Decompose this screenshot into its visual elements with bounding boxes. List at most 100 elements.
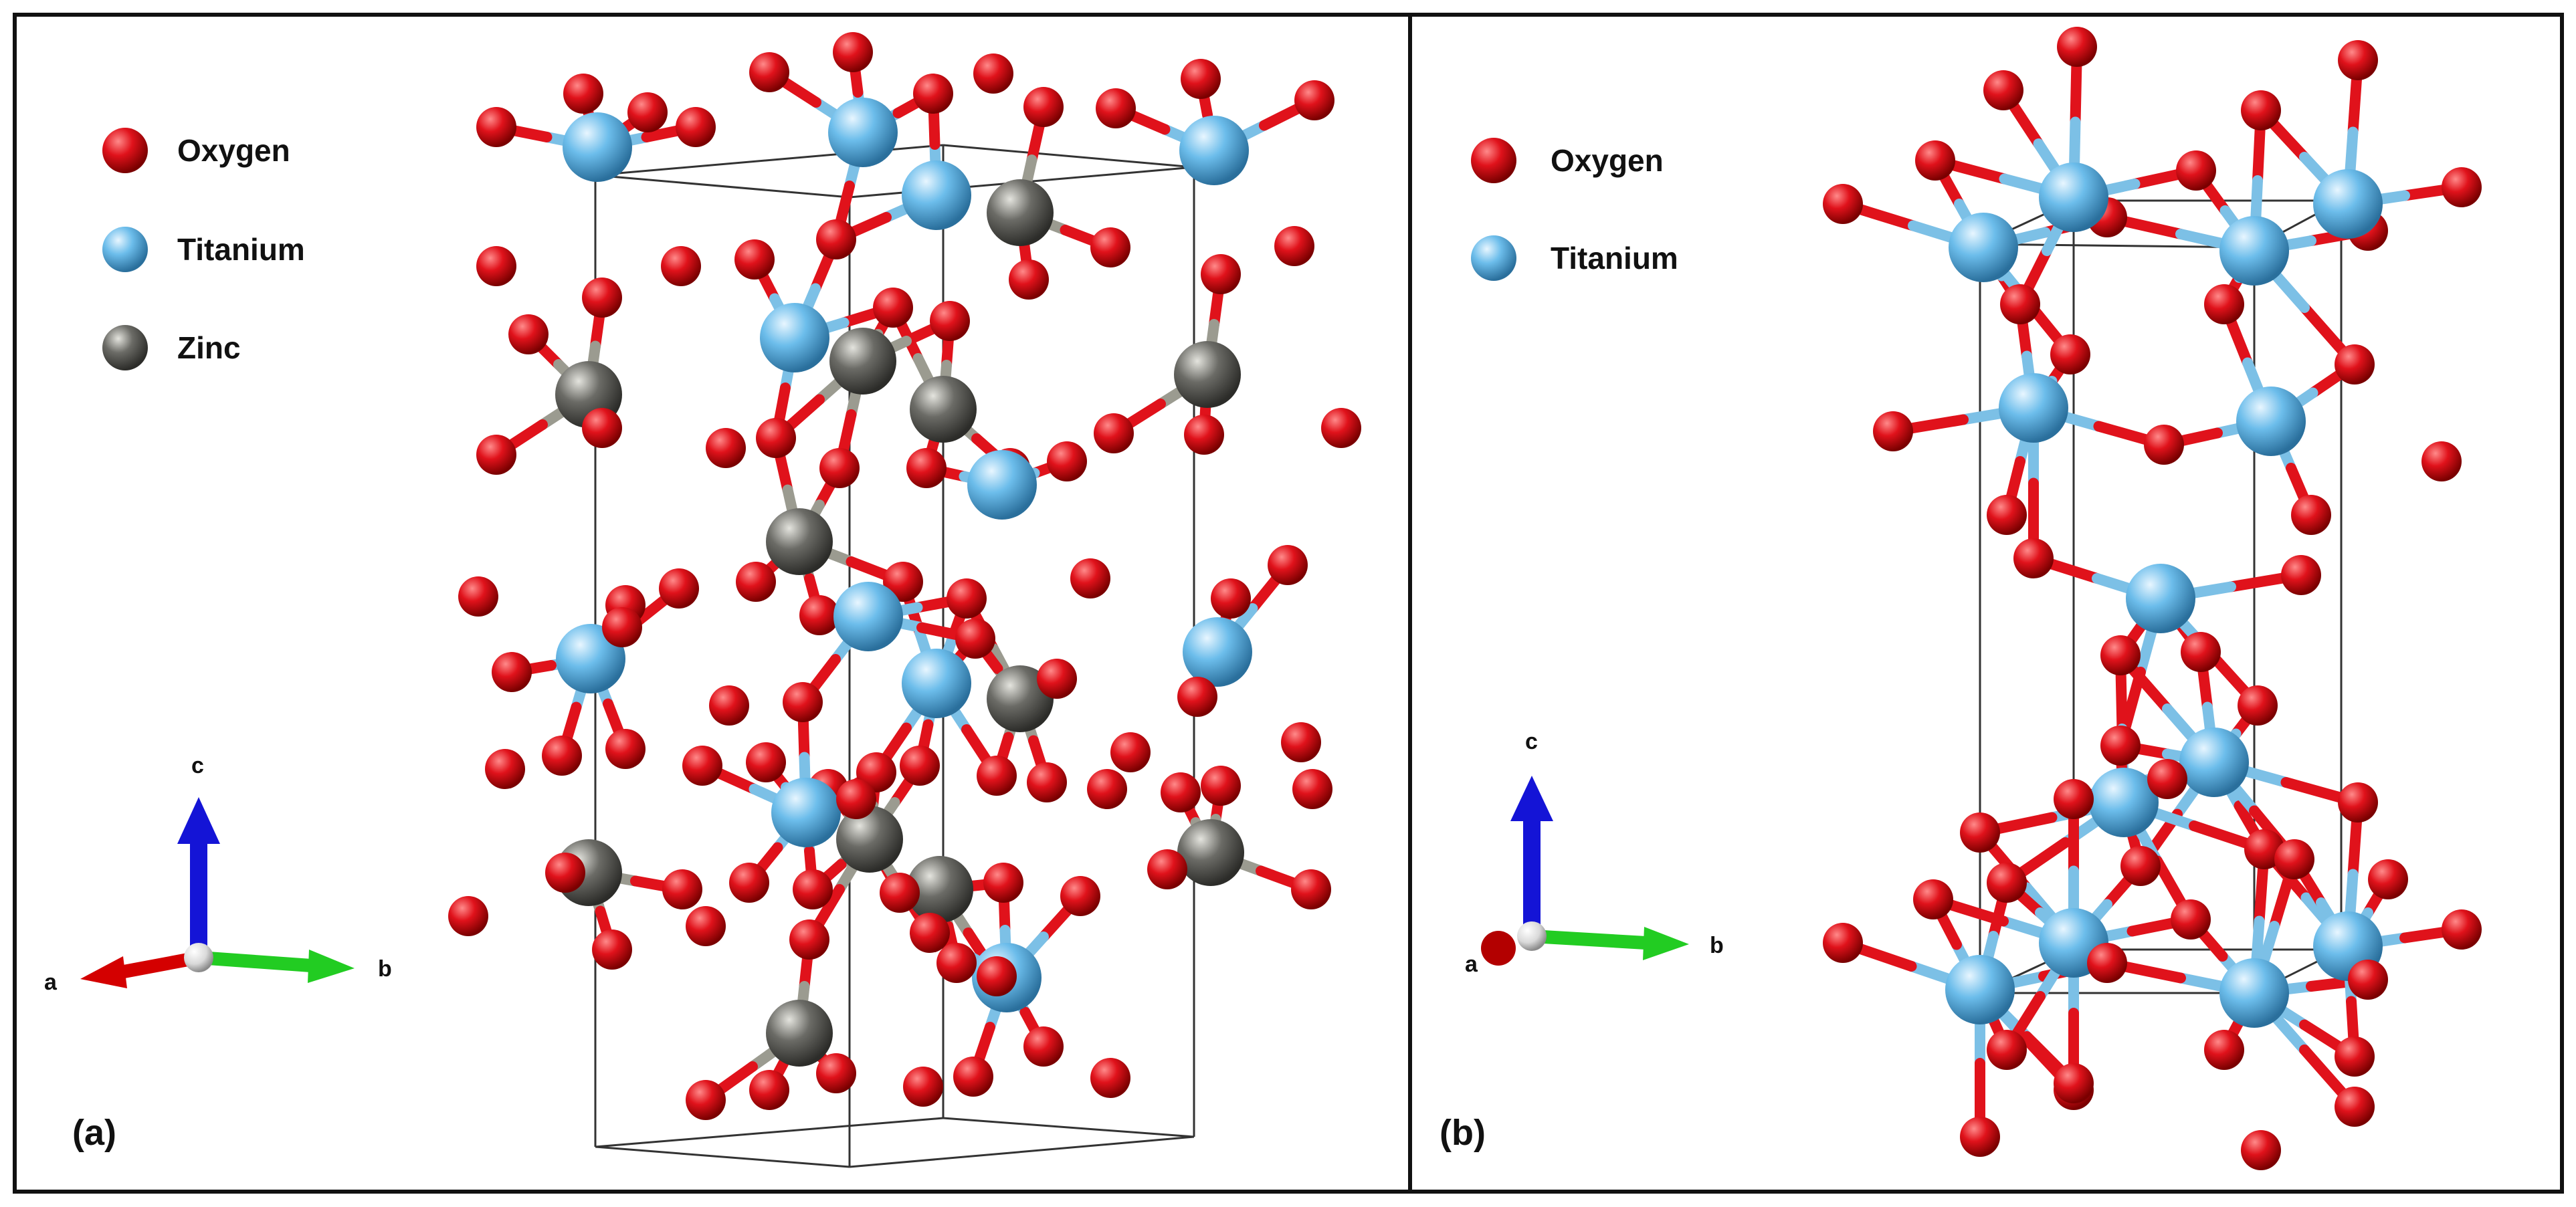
oxygen-atom	[476, 107, 516, 147]
oxygen-atom	[476, 246, 516, 286]
oxygen-atom	[1147, 849, 1187, 889]
titanium-atom	[967, 450, 1037, 520]
panel-a: Oxygen Titanium Zinc c b a (a)	[44, 32, 1361, 1168]
titanium-atom	[2219, 958, 2289, 1028]
oxygen-atom	[2100, 635, 2141, 675]
oxygen-atom	[2442, 909, 2482, 950]
oxygen-atom	[485, 749, 525, 789]
oxygen-atom	[1268, 545, 1308, 585]
oxygen-atom	[749, 52, 789, 92]
unit-cell-edge	[595, 1117, 944, 1148]
titanium-atom	[1179, 116, 1249, 185]
legend-oxygen-label-b: Oxygen	[1551, 143, 1664, 178]
axis-c-label: c	[191, 753, 204, 778]
axes-triad-b: c b a	[1465, 729, 1724, 977]
titanium-atom	[902, 649, 971, 718]
zinc-atom	[829, 328, 896, 395]
oxygen-atom	[1181, 59, 1221, 99]
axis-a-label: a	[44, 970, 58, 995]
oxygen-atom	[1027, 762, 1067, 802]
oxygen-atom	[1110, 732, 1151, 772]
oxygen-atom	[686, 1080, 726, 1120]
oxygen-atom	[1960, 1117, 2000, 1157]
oxygen-atom	[2421, 441, 2462, 481]
oxygen-atom	[2054, 779, 2094, 819]
oxygen-atom	[1070, 558, 1110, 598]
oxygen-atom	[686, 906, 726, 946]
unit-cell-edge	[943, 1117, 1195, 1138]
oxygen-atom	[1087, 769, 1127, 809]
axis-b-arrow	[198, 951, 312, 972]
oxygen-atom	[955, 619, 995, 659]
oxygen-atom	[1292, 769, 1332, 809]
oxygen-atom	[816, 1053, 856, 1093]
titanium-atom	[771, 778, 841, 847]
legend-titanium-label: Titanium	[177, 232, 305, 267]
oxygen-atom	[903, 1067, 943, 1107]
axes-triad-a: c b a	[44, 753, 392, 995]
oxygen-atom	[592, 929, 632, 970]
oxygen-atom	[476, 435, 516, 475]
titanium-atom	[902, 160, 971, 230]
axis-b-label-b: b	[1710, 933, 1724, 958]
oxygen-atom	[2291, 495, 2331, 535]
oxygen-atom	[2057, 27, 2097, 67]
oxygen-atom	[602, 607, 642, 647]
axis-a-label-b: a	[1465, 952, 1478, 977]
structure-a	[448, 32, 1361, 1168]
oxygen-atom	[1201, 766, 1241, 806]
oxygen-atom	[2335, 1087, 2375, 1127]
oxygen-atom	[1009, 259, 1049, 300]
oxygen-atom	[2013, 538, 2054, 578]
oxygen-atom	[819, 448, 860, 488]
oxygen-atom	[1294, 80, 1334, 120]
oxygen-atom	[2176, 150, 2216, 191]
oxygen-atom	[2171, 899, 2211, 940]
oxygen-atom	[973, 53, 1013, 94]
oxygen-atom	[930, 301, 970, 341]
oxygen-atom	[783, 682, 823, 722]
oxygen-atom	[2181, 632, 2221, 672]
oxygen-atom	[2100, 726, 2141, 766]
oxygen-atom	[662, 869, 702, 909]
oxygen-atom	[2442, 167, 2482, 207]
oxygen-atom	[582, 278, 622, 318]
titanium-atom	[1945, 955, 2015, 1024]
oxygen-atom	[2335, 344, 2375, 385]
oxygen-atom	[709, 685, 749, 726]
axis-b-arrow-b	[1531, 929, 1646, 950]
zinc-atom	[906, 856, 973, 923]
zinc-atom	[836, 806, 903, 873]
oxygen-atom	[1913, 879, 1953, 919]
oxygen-atom	[1823, 923, 1863, 963]
oxygen-atom	[2087, 943, 2127, 983]
titanium-atom	[828, 98, 898, 167]
oxygen-atom	[1094, 413, 1134, 453]
titanium-atom	[2089, 768, 2159, 837]
oxygen-atom	[799, 595, 839, 635]
oxygen-atom	[833, 32, 873, 72]
oxygen-atom	[1960, 812, 2000, 853]
legend-titanium-label-b: Titanium	[1551, 241, 1678, 276]
structure-b	[1823, 27, 2482, 1170]
oxygen-atom	[2335, 1036, 2375, 1077]
oxygen-atom	[883, 562, 923, 602]
legend-zinc-swatch	[102, 325, 148, 370]
axis-c-label-b: c	[1525, 729, 1538, 754]
oxygen-atom	[1281, 722, 1321, 762]
oxygen-atom	[661, 246, 701, 286]
titanium-atom	[2219, 216, 2289, 286]
oxygen-atom	[2204, 284, 2244, 324]
oxygen-atom	[2338, 40, 2378, 80]
titanium-atom	[2039, 162, 2108, 232]
oxygen-atom	[1037, 659, 1077, 699]
oxygen-atom	[1096, 88, 1136, 128]
oxygen-atom	[2238, 685, 2278, 726]
axis-c-arrowhead	[177, 797, 220, 844]
oxygen-atom	[1177, 677, 1217, 717]
axis-a-arrowhead	[80, 956, 127, 988]
oxygen-atom	[2241, 90, 2281, 130]
oxygen-atom	[706, 428, 746, 468]
oxygen-atom	[729, 863, 769, 903]
unit-cell-edge	[595, 1145, 850, 1168]
